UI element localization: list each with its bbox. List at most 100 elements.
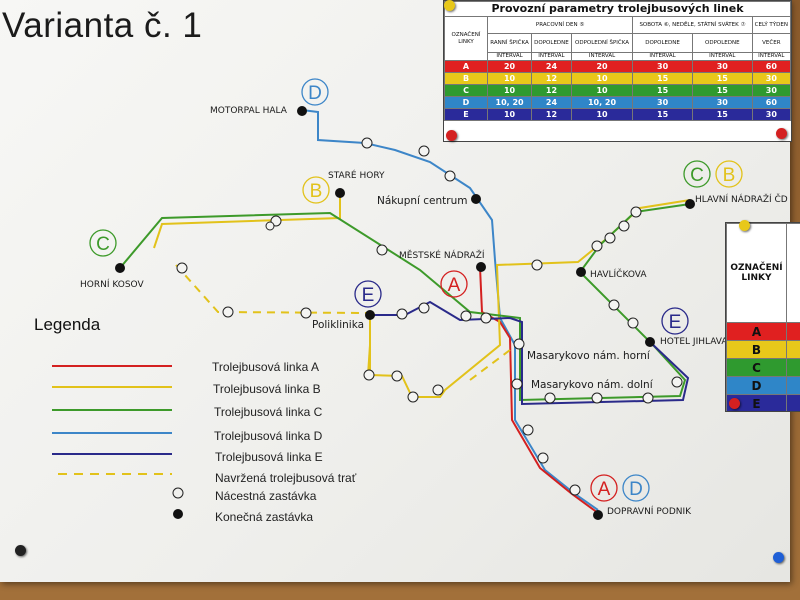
timetable-line-cell: C — [444, 84, 488, 97]
poster-title: Varianta č. 1 — [2, 6, 203, 45]
timetable-interval-cell: 30 — [691, 60, 753, 73]
timetable-interval-cell: 24 — [531, 96, 572, 109]
timetable-interval: INTERVAL — [531, 52, 572, 61]
pushpin — [15, 545, 26, 556]
legend-item-b: Trolejbusová linka B — [213, 382, 321, 396]
timetable-interval-cell: 30 — [632, 60, 693, 73]
timetable-interval-cell: 10, 20 — [570, 96, 634, 109]
timetable-line-cell: A — [444, 60, 488, 73]
timetable-interval-cell: 15 — [632, 84, 693, 97]
timetable-interval-cell: 10 — [486, 84, 533, 97]
legend-item-a: Trolejbusová linka A — [212, 360, 319, 374]
legend-heading: Legenda — [34, 315, 101, 334]
timetable-interval-cell: 10 — [570, 108, 634, 121]
timetable2-row: E — [726, 394, 800, 411]
timetable-interval-cell: 12 — [531, 108, 572, 121]
timetable-panel: Provozní parametry trolejbusových linek … — [443, 0, 792, 142]
proposed-route — [175, 264, 369, 314]
timetable2-row: B — [726, 340, 800, 359]
timetable2-line-cell: A — [726, 322, 787, 341]
line-badge: B — [715, 160, 743, 188]
timetable2-row: C — [726, 358, 800, 377]
timetable-line-cell: D — [444, 96, 488, 109]
line-badge: E — [354, 280, 382, 308]
timetable-subheader: VEČER — [751, 33, 791, 53]
stop-label-nakupni: Nákupní centrum — [377, 195, 467, 207]
pushpin — [446, 130, 457, 141]
legend-swatch-intermediate-stop — [172, 487, 184, 499]
pushpin — [773, 552, 784, 563]
timetable-interval-cell: 60 — [751, 60, 791, 73]
timetable-interval-cell: 15 — [632, 108, 693, 121]
timetable-interval-cell: 30 — [632, 96, 693, 109]
timetable-interval-cell: 15 — [691, 72, 753, 85]
timetable-interval-cell: 10, 20 — [486, 96, 533, 109]
stop-label-podnik: DOPRAVNÍ PODNIK — [607, 505, 692, 517]
stop-label-masaryk-dolni: Masarykovo nám. dolní — [531, 379, 654, 391]
line-badge-letter: B — [310, 181, 323, 202]
line-badge-letter: C — [96, 234, 110, 255]
stop-label-hlavni: HLAVNÍ NÁDRAŽÍ ČD — [695, 193, 788, 205]
timetable2-line-cell: D — [726, 376, 787, 395]
stop-label-mestske: MĚSTSKÉ NÁDRAŽÍ — [399, 249, 485, 261]
line-d-route — [301, 109, 599, 511]
line-badge-letter: B — [723, 165, 736, 186]
timetable-line-cell: E — [444, 108, 488, 121]
timetable-interval-cell: 15 — [632, 72, 693, 85]
timetable-line-cell: B — [444, 72, 488, 85]
line-badge: D — [301, 78, 329, 106]
line-badge-letter: C — [690, 165, 704, 186]
timetable-interval-cell: 24 — [531, 60, 572, 73]
timetable-subheader: ODPOLEDNE — [691, 33, 753, 53]
timetable-interval: INTERVAL — [691, 52, 753, 61]
legend-swatch-terminal-stop — [173, 509, 183, 519]
timetable-interval-cell: 12 — [531, 84, 572, 97]
timetable-interval-cell: 10 — [570, 84, 634, 97]
legend-item-c: Trolejbusová linka C — [214, 405, 323, 419]
timetable-group-weekday: PRACOVNÍ DEN ⑤ — [486, 16, 634, 34]
legend-item-e: Trolejbusová linka E — [215, 450, 323, 464]
line-badge: A — [590, 474, 618, 502]
stop-label-hotel: HOTEL JIHLAVA — [660, 337, 728, 347]
timetable-interval-cell: 30 — [691, 96, 753, 109]
timetable-interval-cell: 30 — [751, 72, 791, 85]
line-b-route-2 — [369, 199, 691, 398]
timetable-subheader: ODPOLEDNÍ ŠPIČKA — [570, 33, 634, 53]
line-badge: B — [302, 176, 330, 204]
stop-label-havlickova: HAVLÍČKOVA — [590, 268, 647, 280]
line-badge: A — [440, 270, 468, 298]
stop-label-masaryk-horni: Masarykovo nám. horní — [527, 350, 651, 362]
line-e-route — [370, 300, 690, 406]
legend-item-intermediate-stop: Nácestná zastávka — [215, 489, 317, 503]
timetable2-row: A — [726, 322, 800, 341]
timetable-group-week: CELÝ TÝDEN — [751, 16, 791, 34]
timetable-title: Provozní parametry trolejbusových linek — [444, 1, 791, 17]
timetable-subheader: DOPOLEDNE — [531, 33, 572, 53]
line-badge-letter: A — [598, 479, 611, 500]
line-badge: D — [622, 474, 650, 502]
timetable-interval-cell: 15 — [691, 108, 753, 121]
timetable-interval-cell: 20 — [570, 60, 634, 73]
line-badge-letter: A — [448, 275, 461, 296]
timetable-interval: INTERVAL — [570, 52, 634, 61]
timetable-interval-cell: 12 — [531, 72, 572, 85]
timetable-col-label: OZNAČENÍ LINKY — [444, 16, 488, 61]
timetable2-line-cell: B — [726, 340, 787, 359]
timetable-interval-cell: 10 — [570, 72, 634, 85]
stop-label-kosov: HORNÍ KOSOV — [80, 278, 144, 290]
line-b-route — [153, 195, 341, 249]
timetable-interval-cell: 15 — [691, 84, 753, 97]
legend-item-d: Trolejbusová linka D — [214, 429, 323, 443]
timetable-interval-cell: 60 — [751, 96, 791, 109]
stop-label-poliklinika: Poliklinika — [312, 319, 364, 331]
timetable2-line-cell: C — [726, 358, 787, 377]
line-c-route — [119, 203, 691, 402]
